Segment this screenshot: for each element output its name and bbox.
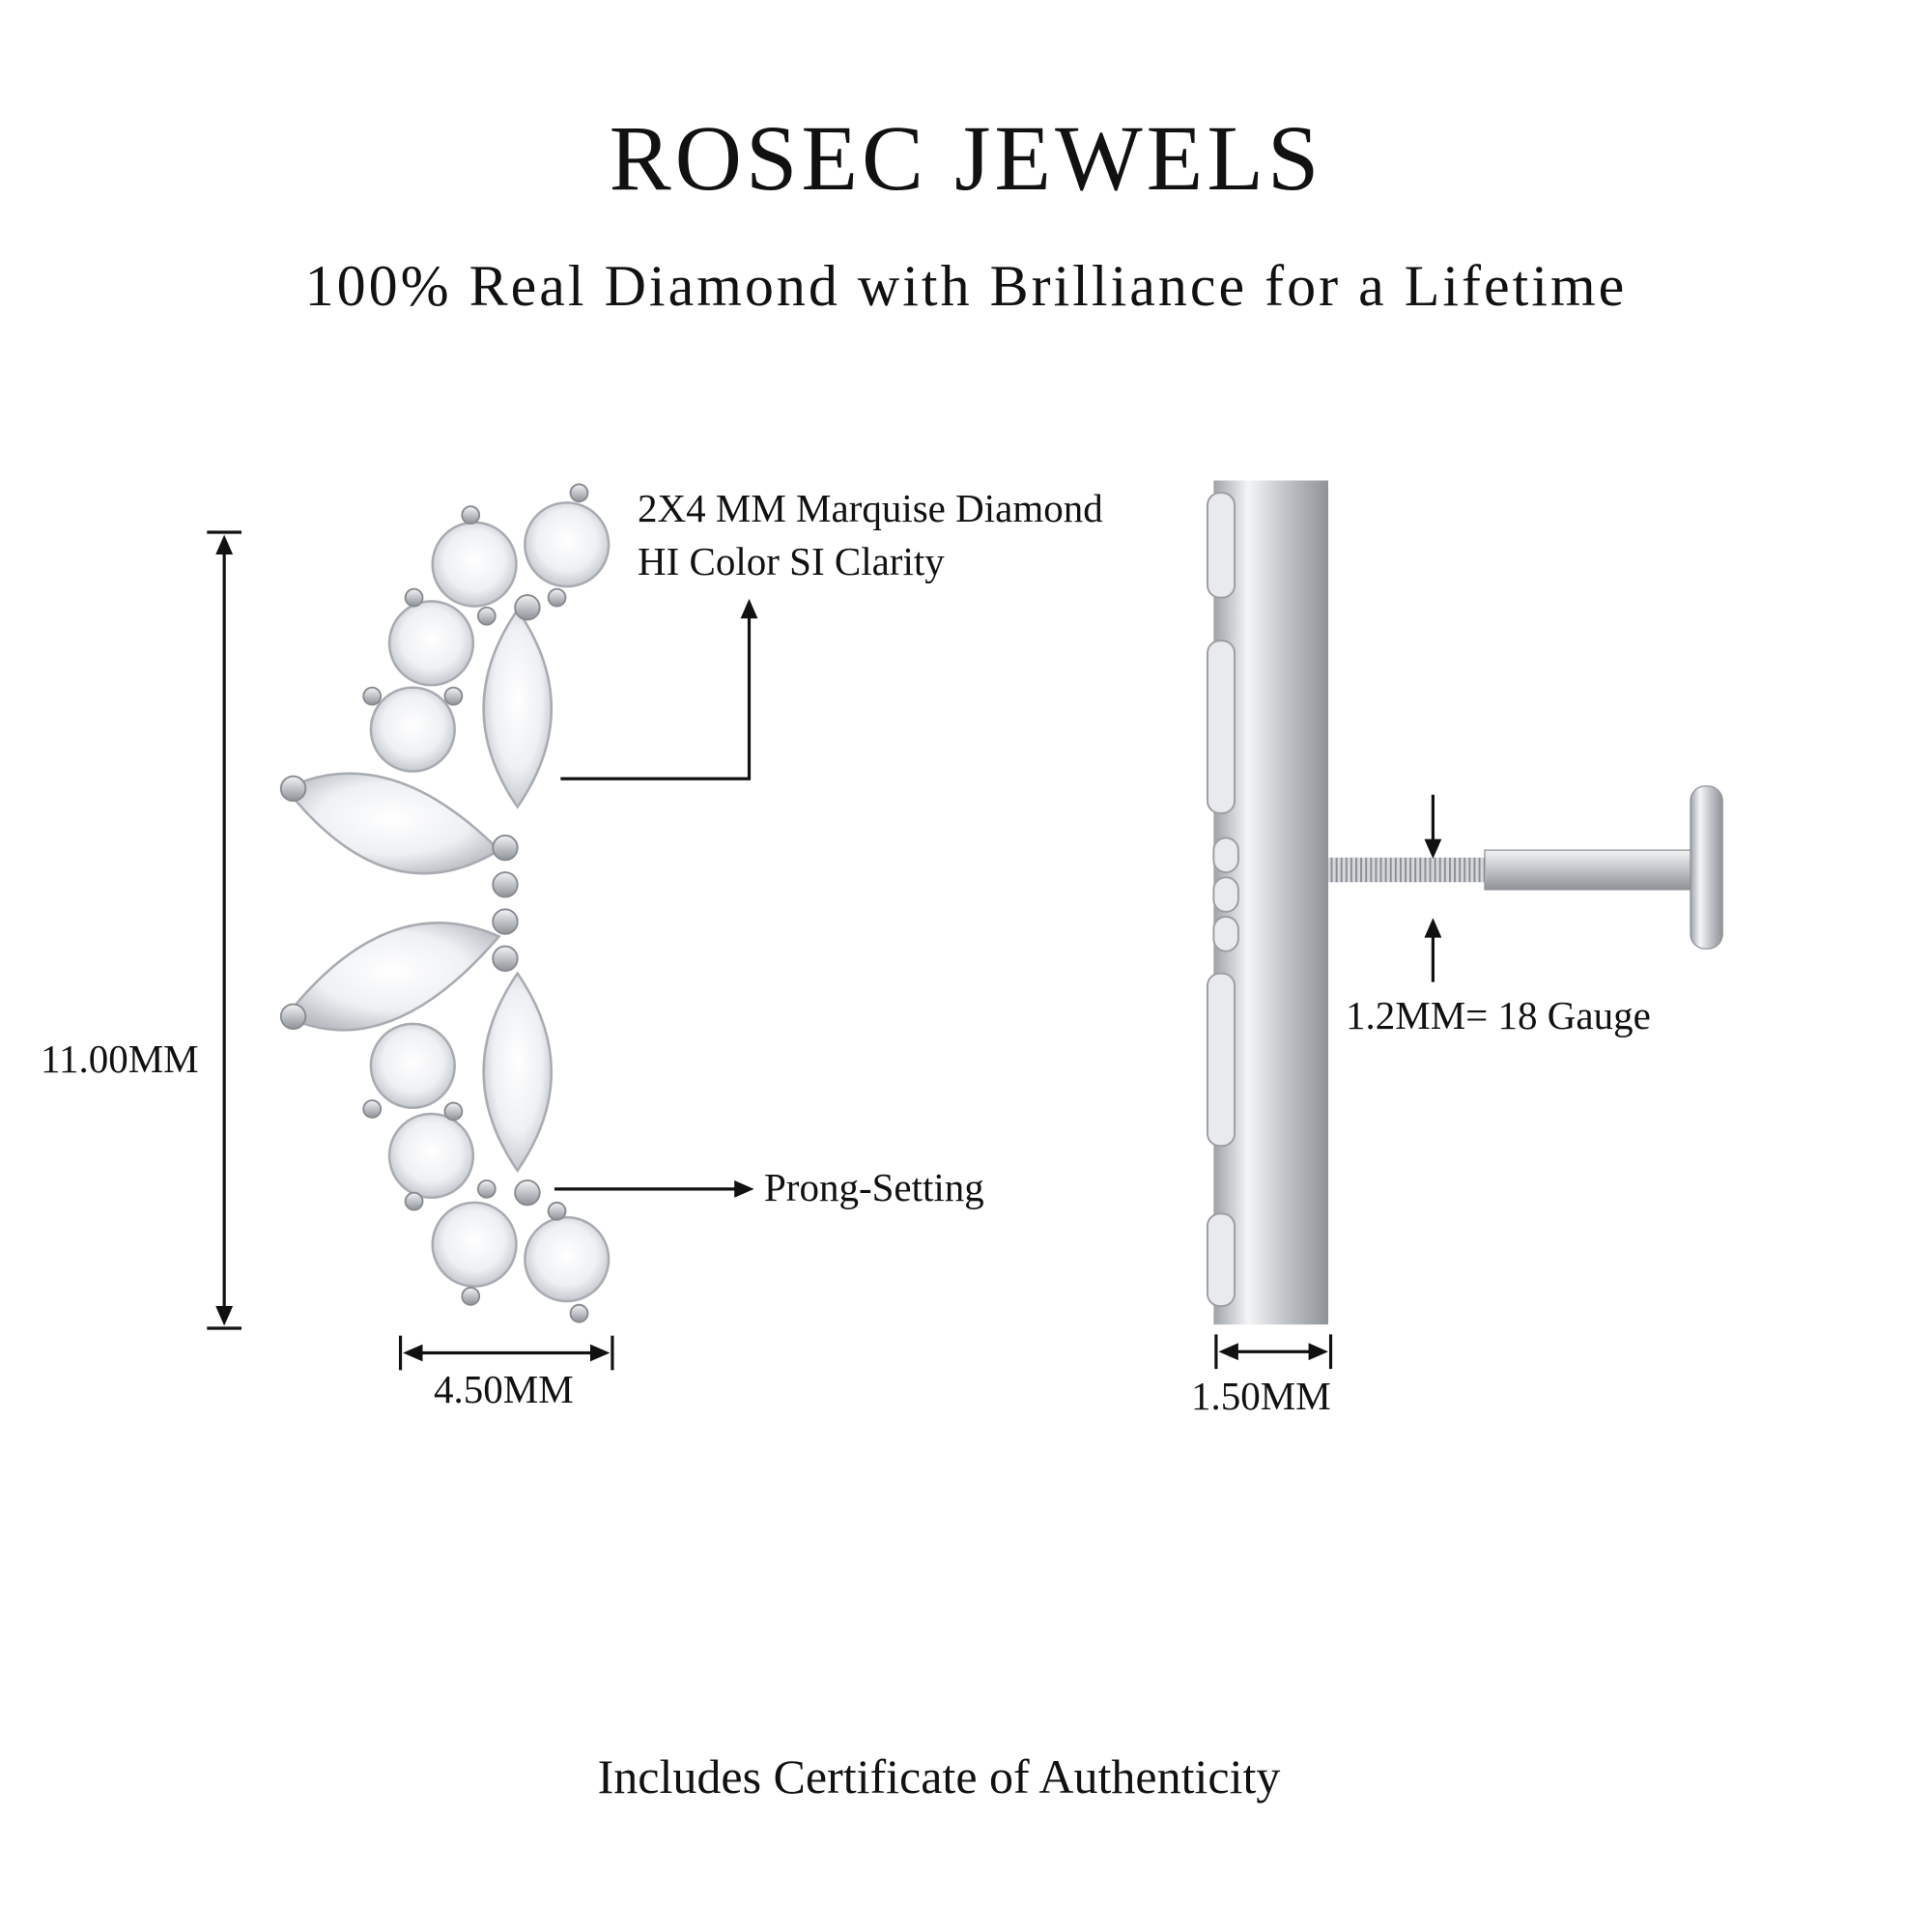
dimension-width-line	[398, 1335, 614, 1371]
round-diamonds	[369, 501, 611, 1303]
dimension-depth-line	[1214, 1334, 1333, 1370]
side-view	[1207, 480, 1723, 1325]
certificate-note: Includes Certificate of Authenticity	[597, 1749, 1281, 1804]
depth-label: 1.50MM	[1191, 1374, 1331, 1418]
stone-spec-label: 2X4 MM Marquise Diamond	[638, 486, 1103, 530]
prongs	[279, 483, 589, 1323]
marquise-lower	[482, 971, 554, 1173]
marquise-left-lower	[283, 922, 501, 1032]
stone-callout-arrow	[560, 598, 758, 781]
brand-title: ROSEC JEWELS	[609, 106, 1323, 210]
stone-quality-label: HI Color SI Clarity	[638, 539, 945, 583]
height-label: 11.00MM	[41, 1037, 199, 1081]
prong-setting-label: Prong-Setting	[764, 1165, 984, 1209]
marquise-diamonds	[283, 608, 554, 1173]
post-thread	[1327, 857, 1487, 883]
tagline: 100% Real Diamond with Brilliance for a …	[304, 254, 1628, 318]
post-shaft	[1484, 849, 1701, 891]
marquise-upper	[482, 608, 554, 810]
gauge-arrows	[1424, 794, 1442, 982]
dimension-height-line	[207, 530, 242, 1330]
prong-callout-arrow	[554, 1179, 754, 1198]
flat-back-disc	[1690, 785, 1723, 950]
marquise-left-upper	[283, 772, 501, 875]
gauge-label: 1.2MM= 18 Gauge	[1346, 993, 1651, 1037]
width-label: 4.50MM	[434, 1367, 574, 1411]
